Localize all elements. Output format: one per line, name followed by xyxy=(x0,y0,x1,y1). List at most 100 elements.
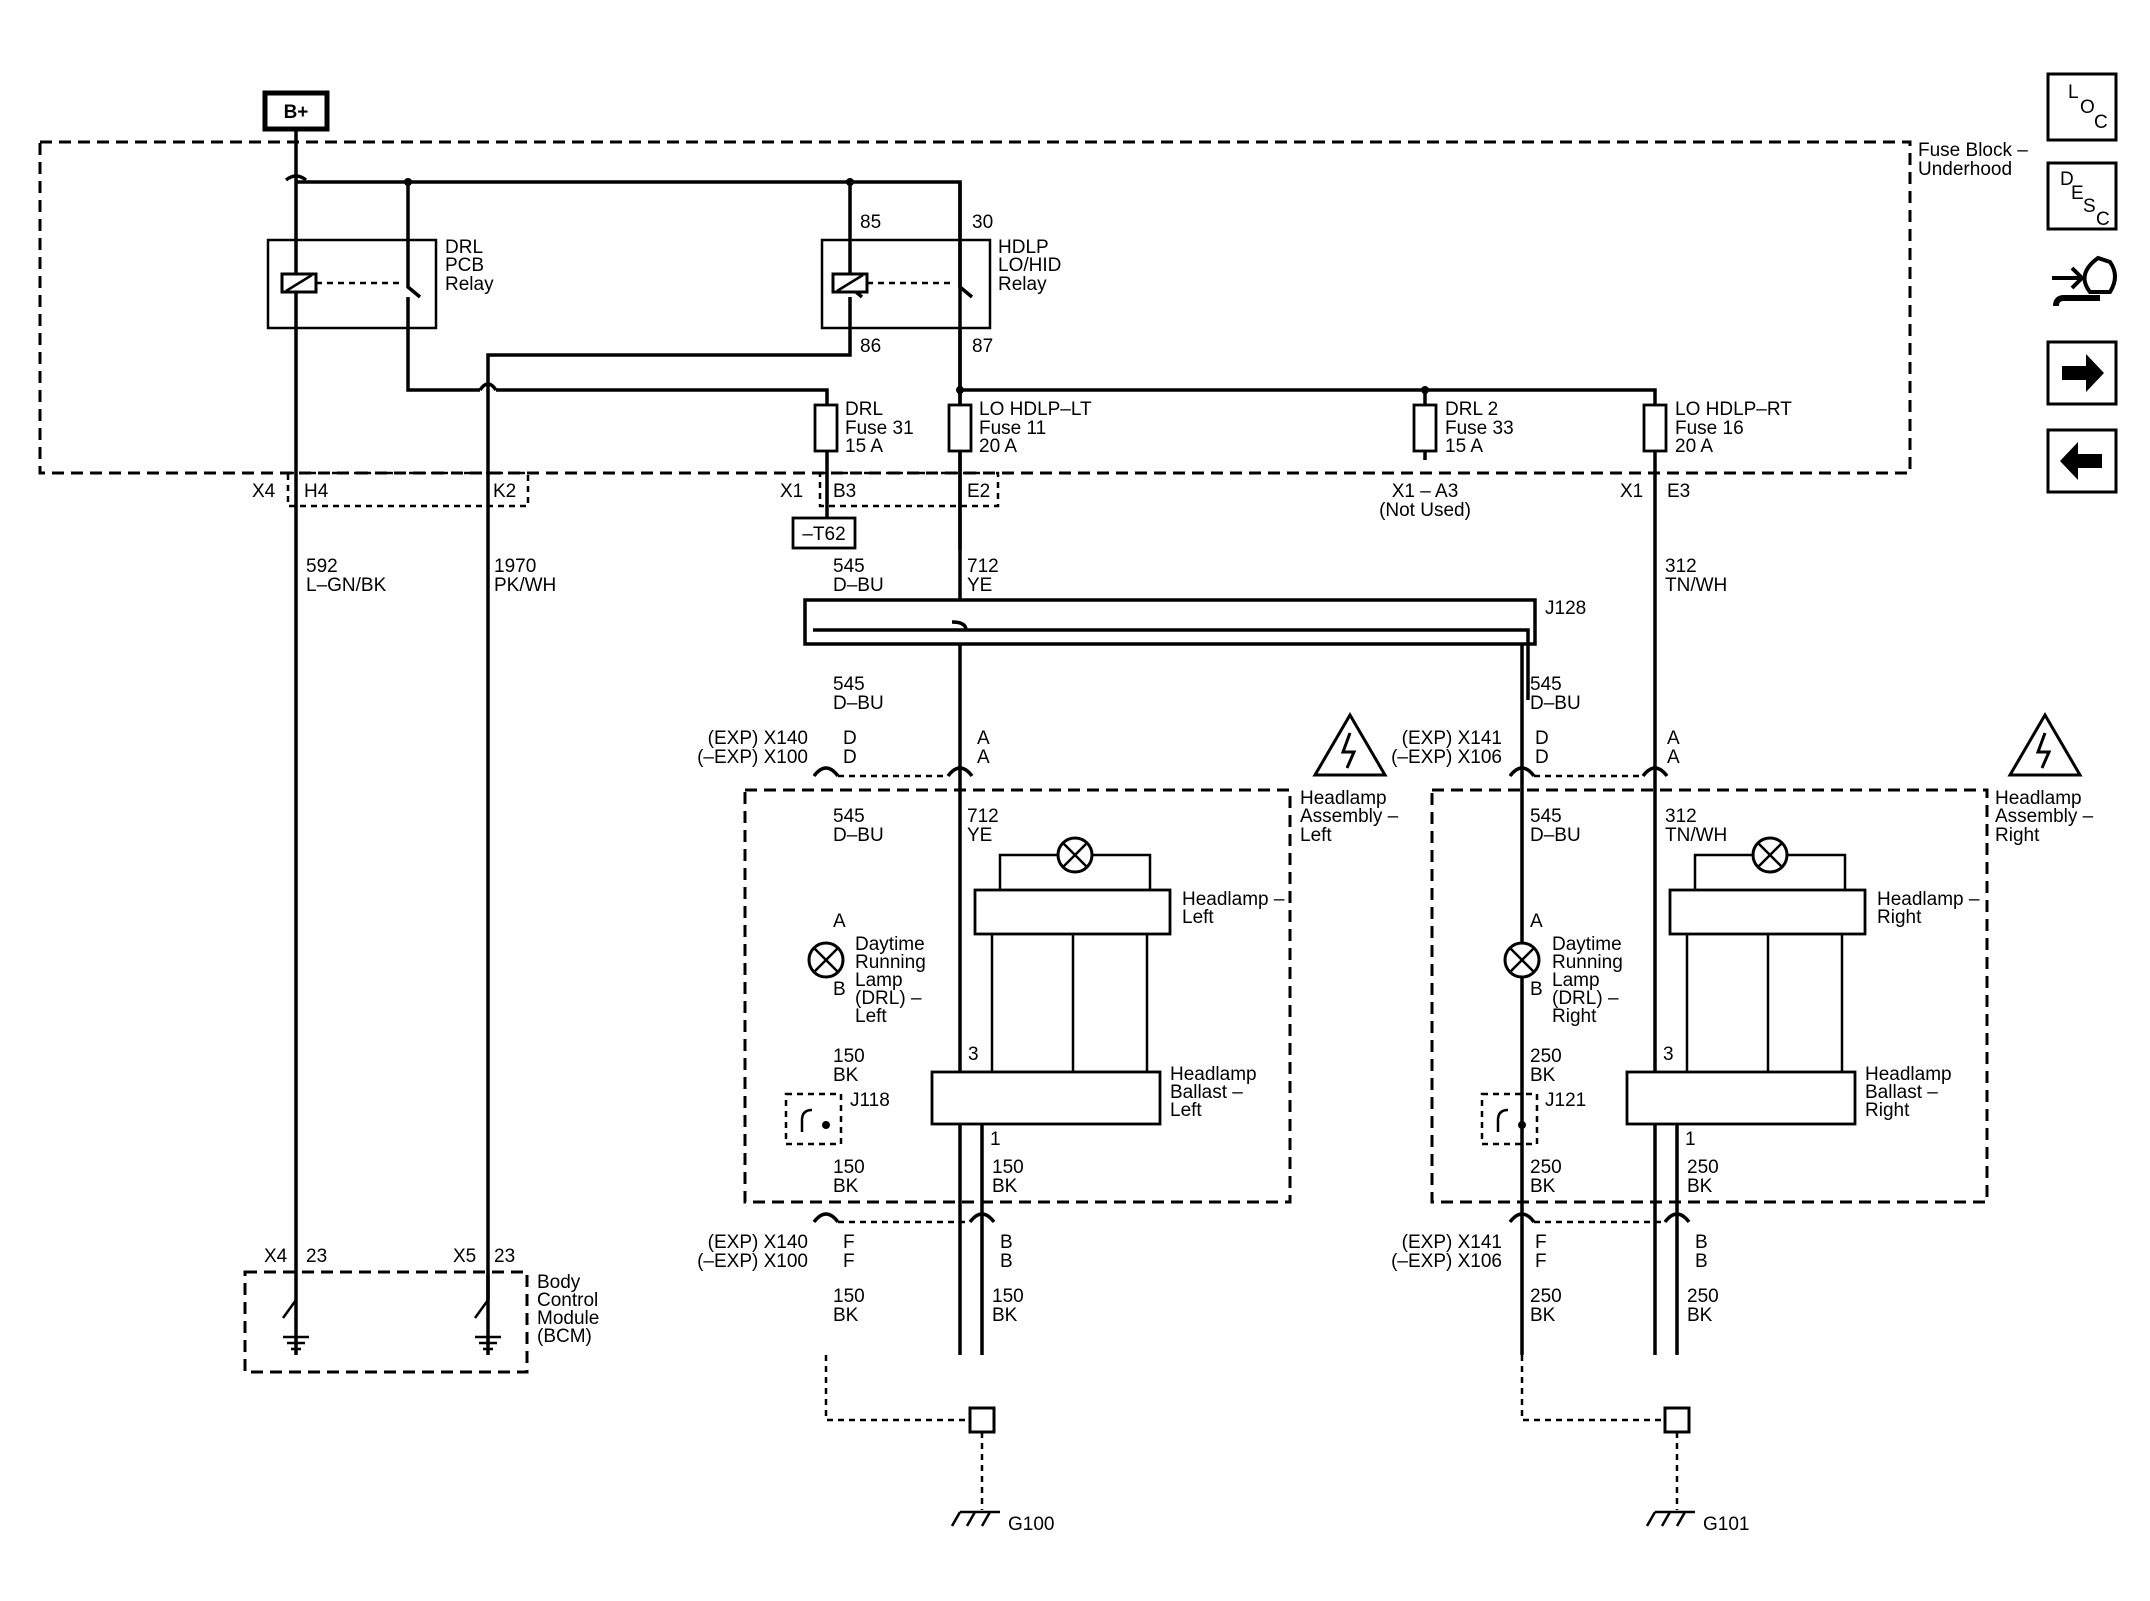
pin-f-l1: F xyxy=(843,1232,855,1253)
pin-f-r1: F xyxy=(1535,1232,1547,1253)
conn-not-used: (Not Used) xyxy=(1379,500,1471,521)
loc-letter-o: O xyxy=(2080,97,2095,118)
left-wire-150-num-b: 150 xyxy=(833,1157,865,1178)
desc-letter-e: E xyxy=(2071,183,2084,204)
wire-545-num-c: 545 xyxy=(1530,674,1562,695)
conn-x106-bot: (–EXP) X106 xyxy=(1391,1251,1502,1272)
battery-label: B+ xyxy=(284,102,309,123)
pin-b-l2: B xyxy=(1000,1251,1013,1272)
hdlp-pin-87: 87 xyxy=(972,336,993,357)
conn-x100-top: (–EXP) X100 xyxy=(697,747,808,768)
pin-d-r2: D xyxy=(1535,747,1549,768)
right-wire-250-color-e: BK xyxy=(1687,1305,1713,1326)
wire-545-num-a: 545 xyxy=(833,556,865,577)
wire-1970-color: PK/WH xyxy=(494,575,556,596)
headlamp-ballast-right xyxy=(1625,1070,1857,1126)
left-wire-712-color: YE xyxy=(967,825,992,846)
left-drl-label-4: (DRL) – xyxy=(855,988,922,1009)
fuse-drl2-label-3: 15 A xyxy=(1445,436,1483,457)
hdlp-pin-86: 86 xyxy=(860,336,881,357)
left-wire-545-num: 545 xyxy=(833,806,865,827)
left-lamp-label-2: Left xyxy=(1182,907,1214,928)
wire-545-color-c: D–BU xyxy=(1530,693,1581,714)
ground-icon-g100 xyxy=(950,1510,1000,1527)
left-ballast-label-2: Ballast – xyxy=(1170,1082,1243,1103)
fuse-drl-label-1: DRL xyxy=(845,399,883,420)
previous-button[interactable] xyxy=(2046,428,2118,494)
conn-x140-bot: (EXP) X140 xyxy=(708,1232,808,1253)
headlamp-ballast-left xyxy=(930,1070,1162,1126)
right-ballast-pin-1: 1 xyxy=(1685,1129,1696,1150)
hdlp-lo-hid-relay: 85 30 86 87 HDLP LO/HID Relay xyxy=(820,182,1061,357)
conn-x1-b: X1 xyxy=(1620,481,1643,502)
pin-a-r2: A xyxy=(1667,747,1680,768)
bcm-label-1: Body xyxy=(537,1272,581,1293)
ground-icon-g101 xyxy=(1645,1510,1695,1527)
left-wire-150-num-e: 150 xyxy=(992,1286,1024,1307)
left-ballast-label-3: Left xyxy=(1170,1100,1202,1121)
left-drl-label-3: Lamp xyxy=(855,970,903,991)
right-ballast-label-3: Right xyxy=(1865,1100,1910,1121)
right-ballast-pin-3: 3 xyxy=(1663,1044,1674,1065)
right-wire-250-num-b: 250 xyxy=(1530,1157,1562,1178)
right-wire-312-color: TN/WH xyxy=(1665,825,1727,846)
left-wire-150-num-a: 150 xyxy=(833,1046,865,1067)
pin-a-r1: A xyxy=(1667,728,1680,749)
pin-d-l1: D xyxy=(843,728,857,749)
conn-k2: K2 xyxy=(493,481,516,502)
right-assembly-title-1: Headlamp xyxy=(1995,788,2082,809)
left-assembly-title-3: Left xyxy=(1300,825,1332,846)
wire-312-color-a: TN/WH xyxy=(1665,575,1727,596)
conn-x141-bot: (EXP) X141 xyxy=(1402,1232,1502,1253)
battery-positive: B+ xyxy=(262,90,330,132)
ground-g100-label: G100 xyxy=(1008,1514,1054,1535)
pin-d-r1: D xyxy=(1535,728,1549,749)
location-button[interactable]: L O C xyxy=(2046,72,2118,142)
arrow-left-icon xyxy=(2060,442,2102,480)
drl-relay-label-2: PCB xyxy=(445,255,484,276)
bcm-pin-23-a: 23 xyxy=(306,1246,327,1267)
j128-label: J128 xyxy=(1545,598,1586,619)
right-wire-545-num: 545 xyxy=(1530,806,1562,827)
left-drl-pin-a: A xyxy=(833,911,846,932)
drl-lamp-left xyxy=(807,941,845,979)
right-drl-label-5: Right xyxy=(1552,1006,1597,1027)
wire-545-color-b: D–BU xyxy=(833,693,884,714)
fuse-drl2-label-1: DRL 2 xyxy=(1445,399,1498,420)
fuse-drl-label-2: Fuse 31 xyxy=(845,418,914,439)
fuse-lo-rt-label-3: 20 A xyxy=(1675,436,1713,457)
body-control-module xyxy=(243,1270,529,1374)
right-wire-545-color: D–BU xyxy=(1530,825,1581,846)
fuse-lo-lt-label-3: 20 A xyxy=(979,436,1017,457)
conn-b3: B3 xyxy=(833,481,856,502)
headlamp-right xyxy=(1668,836,1867,1072)
headlamp-left xyxy=(960,836,1172,1074)
right-wire-250-color-b: BK xyxy=(1530,1176,1556,1197)
next-button[interactable] xyxy=(2046,340,2118,406)
right-wire-250-num-a: 250 xyxy=(1530,1046,1562,1067)
pin-a-l2: A xyxy=(977,747,990,768)
drl-relay-label-3: Relay xyxy=(445,274,494,295)
bcm-pin-23-b: 23 xyxy=(494,1246,515,1267)
right-drl-pin-a: A xyxy=(1530,911,1543,932)
right-assembly-title-3: Right xyxy=(1995,825,2040,846)
conn-x100-bot: (–EXP) X100 xyxy=(697,1251,808,1272)
left-wire-150-color-d: BK xyxy=(833,1305,859,1326)
left-wire-150-color-c: BK xyxy=(992,1176,1018,1197)
t62-label: –T62 xyxy=(802,524,845,545)
pin-b-r2: B xyxy=(1695,1251,1708,1272)
drl-relay-label-1: DRL xyxy=(445,237,483,258)
left-ballast-label-1: Headlamp xyxy=(1170,1064,1257,1085)
right-lamp-label-2: Right xyxy=(1877,907,1922,928)
description-button[interactable]: D E S C xyxy=(2046,161,2118,231)
right-drl-label-2: Running xyxy=(1552,952,1623,973)
wire-592-color: L–GN/BK xyxy=(306,575,387,596)
wire-592-num: 592 xyxy=(306,556,338,577)
fuse-block-label-2: Underhood xyxy=(1918,159,2012,180)
connector-tool-icon[interactable] xyxy=(2052,255,2117,307)
bcm-label-4: (BCM) xyxy=(537,1326,592,1347)
wire-1970-num: 1970 xyxy=(494,556,536,577)
pin-b-l1: B xyxy=(1000,1232,1013,1253)
left-drl-label-1: Daytime xyxy=(855,934,925,955)
left-wire-150-color-a: BK xyxy=(833,1065,859,1086)
